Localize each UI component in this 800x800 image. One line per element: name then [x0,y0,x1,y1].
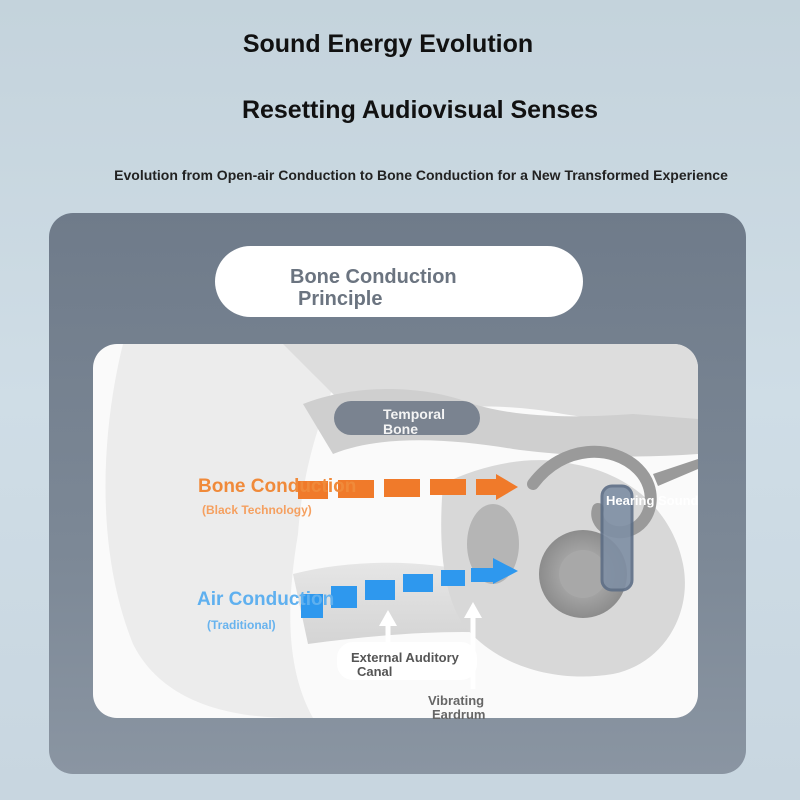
air-conduction-arrow [301,558,518,618]
ear-canal-line1: External Auditory [351,650,459,665]
bone-conduction-sublabel: (Black Technology) [202,503,312,517]
air-conduction-sublabel: (Traditional) [207,618,276,632]
section-title-line1: Bone Conduction [290,266,457,288]
nerve-shape [653,459,698,486]
hearing-sound-label: Hearing Sound [606,493,699,508]
section-title-line2: Principle [298,288,383,310]
temporal-bone-line1: Temporal [383,406,445,422]
ear-canal-line2: Canal [357,664,393,679]
bone-conduction-arrow [298,474,518,500]
outer-ear-shape [105,344,353,718]
bone-conduction-label: Bone Conduction [198,476,357,497]
hearing-sound-marker [600,484,634,592]
temporal-bone-label: Temporal Bone [383,407,445,437]
eardrum-label: Vibrating Eardrum [428,694,485,722]
tagline: Evolution from Open-air Conduction to Bo… [114,167,728,183]
temporal-bone-line2: Bone [383,421,418,437]
eardrum-shape [467,504,519,584]
section-title-pill [215,246,583,317]
page-subtitle: Resetting Audiovisual Senses [241,96,599,124]
page-title: Sound Energy Evolution [242,30,534,58]
canal-label-pill [337,642,477,680]
cochlea-inner-shape [559,550,607,598]
section-title: Bone Conduction Principle [290,266,520,310]
eardrum-line2: Eardrum [432,707,486,722]
eardrum-line1: Vibrating [428,693,485,708]
ear-canal-label: External Auditory Canal [351,651,459,679]
temporal-bone-pill [334,401,480,435]
air-conduction-label: Air Conduction [197,589,335,610]
